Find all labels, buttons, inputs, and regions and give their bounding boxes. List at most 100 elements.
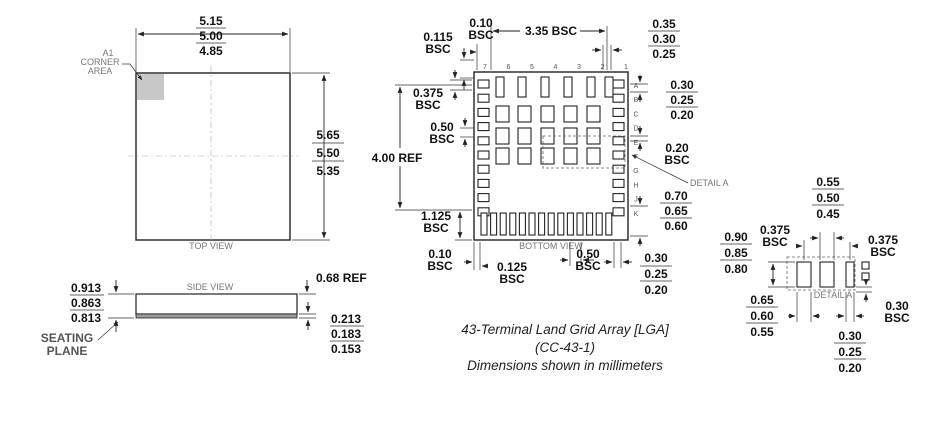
dim-010-top-bsc: BSC [468, 28, 494, 42]
detail-030s-val: 0.30 [885, 299, 909, 313]
lga-pad [477, 107, 490, 117]
detail-065-max: 0.65 [750, 293, 774, 307]
dim-030r-max: 0.30 [670, 78, 694, 92]
thickness-nom: 0.863 [71, 296, 101, 310]
detail-a-callout: DETAIL A [690, 178, 729, 188]
lga-pad [540, 105, 555, 123]
dim-050b-val: 0.50 [576, 247, 600, 261]
lga-pad [612, 107, 625, 117]
lga-pad [495, 76, 505, 98]
lga-pad [612, 178, 625, 188]
lga-pad [540, 147, 555, 165]
pad-thickness-nom: 0.183 [331, 327, 361, 341]
dim-1125-bsc: BSC [423, 221, 449, 235]
lga-pad [612, 150, 625, 160]
dim-0125-val: 0.125 [497, 260, 527, 274]
detail-065-nom: 0.60 [750, 309, 774, 323]
lga-pad [528, 212, 536, 236]
dim-0375-bsc: BSC [415, 98, 441, 112]
pin-col-label: 7 [483, 64, 487, 71]
a1-corner-area [137, 74, 164, 100]
dim-070-min: 0.60 [664, 219, 688, 233]
lga-pad [612, 122, 625, 132]
lga-pad [477, 150, 490, 160]
seating-leader [97, 321, 119, 341]
pin-row-label: D [633, 126, 638, 133]
detail-030b-min: 0.20 [838, 361, 862, 375]
pin-col-label: 2 [601, 64, 605, 71]
detail-pad-4 [861, 261, 870, 270]
dim-035-nom: 0.30 [652, 32, 676, 46]
pin-row-label: B [634, 97, 639, 104]
detail-pad-5 [861, 272, 870, 281]
detail-a-title: DETAIL A [814, 290, 853, 300]
caption-line1: 43-Terminal Land Grid Array [LGA] [461, 322, 670, 337]
pin-row-label: A [634, 83, 639, 90]
detail-a-box [786, 256, 856, 291]
lga-pad [495, 105, 510, 123]
lga-pad [612, 164, 625, 174]
top-height-max: 5.65 [316, 128, 340, 142]
dim-3-35: 3.35 BSC [525, 24, 577, 38]
lga-pad [547, 212, 555, 236]
lga-pad [576, 212, 584, 236]
top-width-max: 5.15 [199, 14, 223, 28]
lga-pad [612, 93, 625, 103]
lga-pad [586, 147, 601, 165]
detail-030s-bsc: BSC [884, 311, 910, 325]
dim-035-min: 0.25 [652, 47, 676, 61]
pin-row-label: G [633, 168, 638, 175]
a1-label-line2: CORNER [80, 57, 120, 67]
dim-030r-min: 0.20 [670, 108, 694, 122]
top-view-body [135, 72, 291, 241]
pin-col-label: 5 [530, 64, 534, 71]
bottom-view-label: BOTTOM VIEW [519, 241, 583, 251]
dim-050l-val: 0.50 [430, 120, 454, 134]
detail-0375b-bsc: BSC [870, 245, 896, 259]
dim-035-max: 0.35 [652, 17, 676, 31]
lga-pad [495, 127, 510, 145]
pin-row-label: K [634, 211, 639, 218]
dim-0115-val: 0.115 [423, 30, 453, 44]
dim-030r-nom: 0.25 [670, 93, 694, 107]
side-view: SIDE VIEW 0.913 0.863 0.813 0.68 REF 0.2… [41, 271, 367, 358]
dim-010b-val: 0.10 [428, 247, 452, 261]
lga-pad [566, 212, 574, 236]
side-view-pads [135, 313, 298, 319]
lga-pad [563, 105, 578, 123]
a1-leader [122, 63, 143, 81]
detail-pad-1 [796, 261, 812, 288]
thickness-min: 0.813 [71, 311, 101, 325]
dim-050b-bsc: BSC [575, 259, 601, 273]
side-view-label: SIDE VIEW [187, 282, 234, 292]
top-width-min: 4.85 [199, 44, 223, 58]
dim-070-nom: 0.65 [664, 204, 688, 218]
lga-pad [495, 147, 510, 165]
lga-pad [612, 207, 625, 217]
seating-label-line1: SEATING [41, 331, 93, 345]
dim-010b-bsc: BSC [427, 259, 453, 273]
lga-pad [517, 147, 532, 165]
dim-0115-bsc: BSC [425, 42, 451, 56]
dim-0125-bsc: BSC [499, 272, 525, 286]
lga-pad [540, 76, 550, 98]
lga-pad [612, 136, 625, 146]
top-height-nom: 5.50 [316, 146, 340, 160]
a1-label-line1: A1 [102, 48, 113, 58]
dim-400-ref: 4.00 REF [372, 151, 423, 165]
lga-pad [518, 212, 526, 236]
ref-dim: 0.68 REF [316, 271, 367, 285]
detail-a-view: DETAIL A 0.55 0.50 0.45 0.375 BSC 0.375 … [720, 175, 910, 375]
dim-1125-val: 1.125 [421, 209, 451, 223]
pin-row-label: H [633, 182, 638, 189]
lga-pad [477, 122, 490, 132]
lga-pad [477, 164, 490, 174]
detail-a-leader [631, 154, 689, 184]
lga-pad [477, 79, 490, 89]
lga-pad [604, 76, 614, 98]
dim-050l-bsc: BSC [429, 132, 455, 146]
